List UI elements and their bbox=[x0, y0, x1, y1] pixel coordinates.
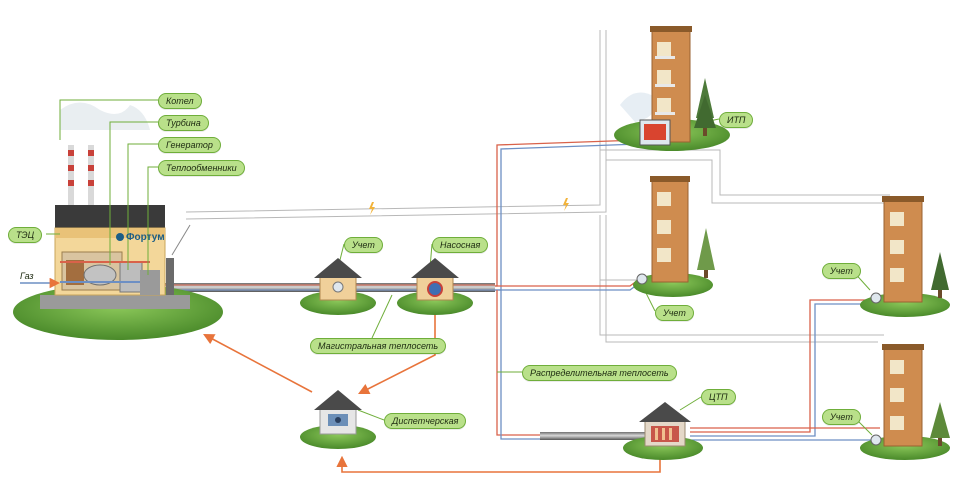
label-pump-station: Насосная bbox=[432, 237, 489, 253]
label-distribution-heat-network: Распределительная теплосеть bbox=[522, 365, 677, 381]
label-dispatch: Диспетчерская bbox=[384, 413, 467, 429]
label-itp: ИТП bbox=[719, 112, 754, 128]
distribution-heat-network bbox=[495, 139, 880, 441]
label-metering-center: Учет bbox=[344, 237, 383, 253]
label-chp: ТЭЦ bbox=[8, 227, 43, 243]
power-plant bbox=[13, 102, 223, 340]
label-metering-right-bottom: Учет bbox=[822, 409, 861, 425]
label-gas: Газ bbox=[20, 271, 34, 281]
apartment-building-4 bbox=[860, 344, 950, 460]
label-turbine: Турбина bbox=[158, 115, 209, 131]
label-metering-building-2: Учет bbox=[655, 305, 694, 321]
label-generator: Генератор bbox=[158, 137, 221, 153]
label-boiler: Котел bbox=[158, 93, 202, 109]
control-arrows bbox=[203, 310, 661, 473]
metering-station-house bbox=[300, 258, 376, 315]
power-lines bbox=[185, 30, 890, 343]
label-fortum-logo: Фортум bbox=[126, 232, 165, 243]
pump-station-house bbox=[397, 258, 473, 315]
label-metering-right-top: Учет bbox=[822, 263, 861, 279]
label-heat-exchangers: Теплообменники bbox=[158, 160, 245, 176]
apartment-building-3 bbox=[860, 196, 950, 317]
dispatch-house bbox=[300, 390, 376, 449]
central-heating-substation-house bbox=[623, 402, 703, 460]
lightning-icons bbox=[369, 198, 569, 215]
label-main-heat-network: Магистральная теплосеть bbox=[310, 338, 447, 354]
ctp-pipe-segment bbox=[540, 432, 650, 440]
apartment-building-itp bbox=[614, 26, 730, 151]
label-ctp: ЦТП bbox=[701, 389, 736, 405]
apartment-building-2 bbox=[633, 176, 715, 297]
